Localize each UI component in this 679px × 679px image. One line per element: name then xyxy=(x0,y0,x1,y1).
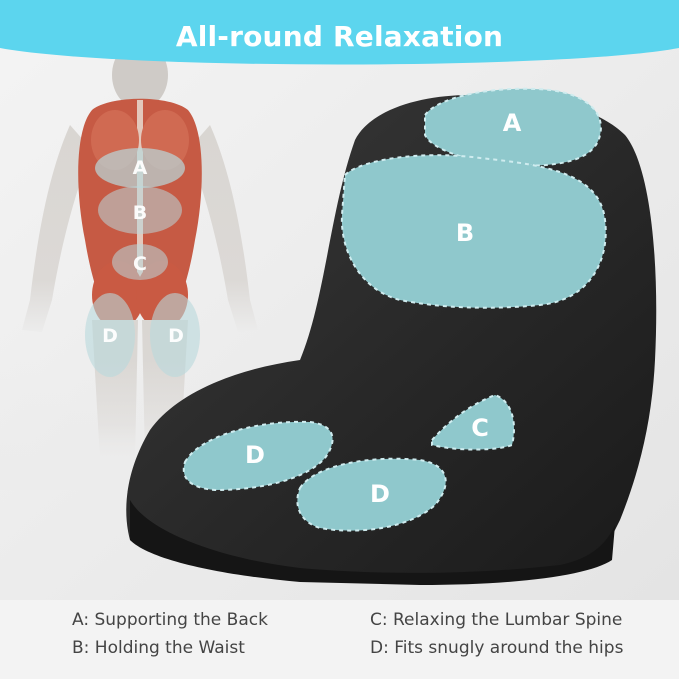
legend-item-b: B: Holding the Waist xyxy=(72,638,245,658)
seat-cushion xyxy=(126,87,657,585)
legend-item-c: C: Relaxing the Lumbar Spine xyxy=(370,610,623,630)
cushion-zone-label-d-left: D xyxy=(245,441,265,469)
cushion-zone-label-b: B xyxy=(455,219,475,247)
body-zone-label-d-left: D xyxy=(102,325,118,347)
cushion-zone-label-a: A xyxy=(502,109,522,137)
header-banner xyxy=(0,0,679,65)
body-zone-label-d-right: D xyxy=(168,325,184,347)
body-zone-label-c: C xyxy=(133,253,147,275)
page-title: All-round Relaxation xyxy=(175,20,504,53)
cushion-zone-label-c: C xyxy=(471,414,489,442)
feature-legend: A: Supporting the Back B: Holding the Wa… xyxy=(0,600,679,679)
product-scene xyxy=(0,0,679,600)
cushion-zone-label-d-right: D xyxy=(370,480,390,508)
legend-item-a: A: Supporting the Back xyxy=(72,610,268,630)
legend-item-d: D: Fits snugly around the hips xyxy=(370,638,624,658)
body-zone-label-b: B xyxy=(132,202,148,224)
body-zone-label-a: A xyxy=(132,157,148,179)
